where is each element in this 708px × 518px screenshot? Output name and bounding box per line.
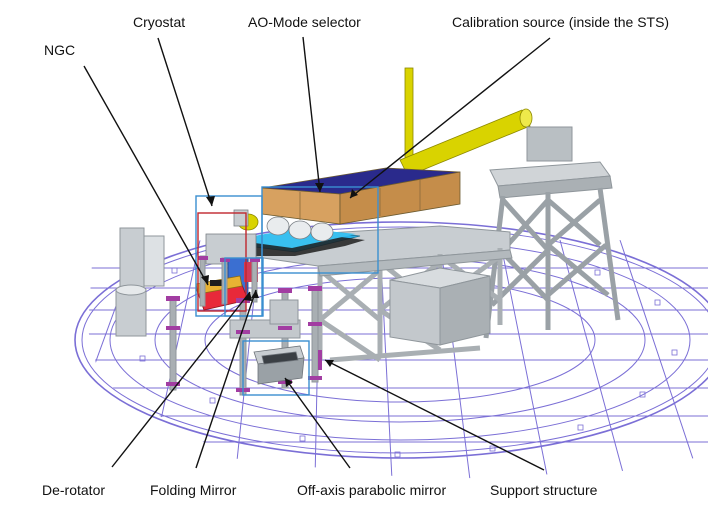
label-support-structure: Support structure xyxy=(490,482,598,498)
pointer-calibration xyxy=(349,37,551,199)
parabolic-mirror-box xyxy=(242,340,310,396)
label-de-rotator: De-rotator xyxy=(42,482,106,498)
parabolic-mirror-unit xyxy=(253,345,305,385)
left-cylinders xyxy=(115,227,165,337)
pointer-support-structure xyxy=(324,359,545,471)
label-ao-mode-selector: AO-Mode selector xyxy=(248,14,361,30)
cryostat-box xyxy=(197,212,247,312)
label-folding-mirror: Folding Mirror xyxy=(150,482,237,498)
electronics-cabinet xyxy=(389,267,491,346)
cryostat-assembly xyxy=(195,233,258,311)
pointer-lines xyxy=(83,36,551,471)
label-off-axis-parabolic-mirror: Off-axis parabolic mirror xyxy=(297,482,447,498)
pointer-ngc xyxy=(83,65,209,286)
folding-mirror-box xyxy=(224,257,264,317)
support-legs xyxy=(169,255,319,396)
optical-bench xyxy=(225,209,365,256)
pointer-tips xyxy=(201,183,358,387)
label-cryostat: Cryostat xyxy=(133,14,186,30)
ao-mode-selector-box xyxy=(261,167,461,225)
rotating-table xyxy=(74,221,708,480)
pointer-de-rotator xyxy=(111,291,251,468)
pointer-cryostat xyxy=(157,37,213,207)
label-calibration-source: Calibration source (inside the STS) xyxy=(452,14,670,30)
pointer-folding-mirror xyxy=(195,289,257,469)
pointer-ao-mode xyxy=(302,36,321,193)
support-tower xyxy=(483,126,621,339)
label-ngc: NGC xyxy=(44,42,76,58)
pointer-parabolic-mirror xyxy=(284,377,351,469)
